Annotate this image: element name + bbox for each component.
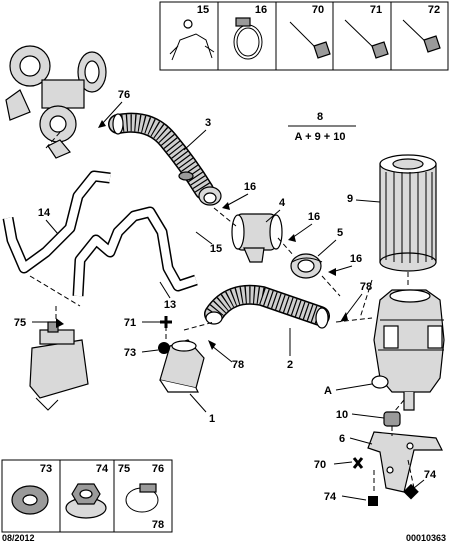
callout-14: 14 — [38, 207, 59, 235]
callout-label-16a: 16 — [244, 181, 256, 193]
formula-ref-8: 8 — [317, 111, 323, 123]
bottom-cell-label-75: 75 — [118, 463, 130, 475]
washer-icon — [11, 485, 49, 515]
callout-5: 5 — [317, 227, 343, 257]
callout-74b: 74 — [324, 491, 378, 506]
screw-72-icon — [402, 19, 441, 53]
callout-label-78b: 78 — [232, 359, 244, 371]
callout-label-1: 1 — [209, 413, 215, 425]
bottom-cell-label-78: 78 — [152, 519, 164, 531]
callout-label-70: 70 — [314, 459, 326, 471]
formula-8: 8 A + 9 + 10 — [288, 111, 356, 143]
vent-hose-part-13 — [72, 206, 198, 297]
bottom-cell-label-76: 76 — [152, 463, 164, 475]
callout-label-10: 10 — [336, 409, 348, 421]
callout-6: 6 — [339, 433, 373, 445]
footer-reference: 00010363 — [406, 533, 446, 543]
screw-71-icon — [344, 19, 389, 59]
hose-coupling-part-5 — [290, 253, 323, 279]
top-cell-label-15: 15 — [197, 4, 209, 16]
dashed-leader-lines — [29, 129, 415, 494]
bottom-cell-label-73: 73 — [40, 463, 52, 475]
callout-16a: 16 — [222, 181, 256, 210]
callout-label-75: 75 — [14, 317, 26, 329]
top-cell-label-70: 70 — [312, 4, 324, 16]
bracket-part-6 — [367, 431, 443, 493]
formula-expression: A + 9 + 10 — [295, 131, 346, 143]
air-inlet-duct-part-1 — [159, 339, 205, 393]
top-parts-box: 15 16 70 71 72 — [159, 1, 449, 71]
intake-hose-part-2 — [204, 284, 330, 329]
callout-label-5: 5 — [337, 227, 343, 239]
callout-label-16c: 16 — [350, 253, 362, 265]
callout-label-13: 13 — [164, 299, 176, 311]
bottom-cell-label-74: 74 — [96, 463, 109, 475]
footer-date: 08/2012 — [2, 533, 35, 543]
callout-1: 1 — [189, 393, 215, 425]
callout-75: 75 — [14, 317, 64, 329]
callout-label-15: 15 — [210, 243, 222, 255]
air-flow-sensor-part-4 — [231, 213, 283, 263]
bottom-parts-box: 73 74 75 76 78 — [1, 459, 173, 533]
clip-part-icon — [169, 19, 215, 61]
top-cell-label-71: 71 — [370, 4, 382, 16]
callout-label-73: 73 — [124, 347, 136, 359]
callout-label-2: 2 — [287, 359, 293, 371]
callout-label-14: 14 — [38, 207, 51, 219]
callout-label-78a: 78 — [360, 281, 372, 293]
callout-15: 15 — [195, 231, 222, 255]
callout-label-74a: 74 — [424, 469, 437, 481]
mount-part-10 — [383, 411, 401, 427]
vent-hose-part-14 — [2, 170, 111, 274]
callout-label-4: 4 — [279, 197, 286, 209]
flange-nut-icon — [65, 483, 107, 519]
callout-4: 4 — [265, 197, 286, 223]
callout-13: 13 — [159, 281, 176, 311]
expansion-tank-illustration — [29, 321, 89, 411]
top-cell-label-72: 72 — [428, 4, 440, 16]
callout-78b: 78 — [208, 340, 244, 371]
callout-76: 76 — [98, 89, 130, 128]
callout-73: 73 — [124, 342, 170, 359]
callout-label-9: 9 — [347, 193, 353, 205]
callout-16b: 16 — [288, 211, 320, 242]
callout-3: 3 — [183, 117, 211, 151]
spring-clamp-icon — [125, 483, 159, 513]
callout-label-74b: 74 — [324, 491, 337, 503]
callout-16c: 16 — [328, 253, 362, 276]
callout-label-76: 76 — [118, 89, 130, 101]
air-filter-element-part-9 — [379, 154, 437, 272]
turbocharger-illustration — [5, 45, 107, 159]
callout-70: 70 — [314, 457, 364, 471]
callout-74a: 74 — [403, 469, 437, 500]
callout-9: 9 — [347, 193, 381, 205]
top-cell-label-16: 16 — [255, 4, 267, 16]
callout-2: 2 — [287, 328, 293, 371]
callout-label-3: 3 — [205, 117, 211, 129]
intake-hose-part-3 — [108, 112, 222, 206]
callout-label-6: 6 — [339, 433, 345, 445]
screw-70-icon — [289, 21, 331, 59]
callout-A: A — [324, 383, 373, 397]
callout-71: 71 — [124, 316, 172, 329]
hose-clamp-icon — [233, 17, 263, 60]
callout-10: 10 — [336, 409, 385, 421]
callout-78a: 78 — [340, 281, 372, 322]
callout-label-71: 71 — [124, 317, 136, 329]
callout-label-16b: 16 — [308, 211, 320, 223]
callout-label-A: A — [324, 385, 332, 397]
air-filter-housing — [371, 289, 445, 411]
